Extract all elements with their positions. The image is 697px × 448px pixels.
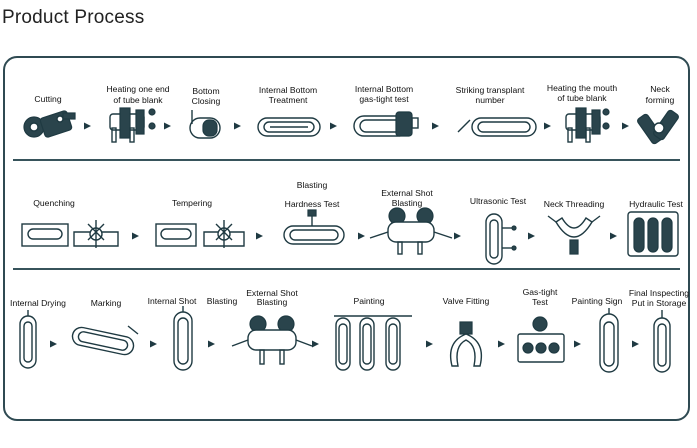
final-inspection-storage-icon <box>653 310 671 373</box>
step-heating-mouth-label-1: Heating the mouth <box>546 83 618 93</box>
step-neck-forming-label-2: forming <box>645 95 675 105</box>
step-internal-drying-label: Internal Drying <box>10 298 66 308</box>
step-bottom-closing-label-2: Closing <box>191 96 221 106</box>
internal-shot-blasting-icon <box>173 306 193 371</box>
striking-number-icon <box>457 117 537 137</box>
gas-tight-test-icon <box>353 111 419 137</box>
step-gas-tight-label-1: Internal Bottom <box>354 84 414 94</box>
step-ext-shot-3-label-2: Blasting <box>256 297 288 307</box>
step-internal-shot-label: Internal Shot <box>147 296 197 306</box>
step-heating-end-label-2: of tube blank <box>113 95 163 105</box>
step-internal-shot-blasting-label: Blasting <box>206 296 238 306</box>
internal-bottom-treatment-icon <box>257 117 321 137</box>
hydraulic-test-icon <box>627 211 679 257</box>
step-ultrasonic-label: Ultrasonic Test <box>469 196 527 206</box>
painting-icon <box>334 315 412 371</box>
gas-tight-test-row3-icon <box>517 316 565 363</box>
step-painting-label: Painting <box>353 296 385 306</box>
step-striking-label-1: Striking transplant <box>455 85 525 95</box>
step-ext-shot-label-2: Blasting <box>391 198 423 208</box>
step-neck-threading-label: Neck Threading <box>543 199 605 209</box>
process-frame <box>3 56 690 421</box>
step-final-label-1: Final Inspecting <box>628 288 690 298</box>
step-gas-tight-label-2: gas-tight test <box>359 94 409 104</box>
step-gas-tight-3-label-2: Test <box>532 297 548 307</box>
step-quenching-label: Quenching <box>33 198 75 208</box>
external-shot-blasting-row3-icon <box>231 315 313 365</box>
step-internal-bottom-label-1: Internal Bottom <box>258 85 318 95</box>
step-tempering-label: Tempering <box>171 198 213 208</box>
step-final-label-2: Put in Storage <box>631 298 687 308</box>
ultrasonic-test-icon <box>485 213 517 265</box>
step-hardness-label: Hardness Test <box>284 199 340 209</box>
cutting-machine-icon <box>23 110 76 138</box>
step-valve-fitting-label: Valve Fitting <box>442 296 490 306</box>
quenching-tank-icon <box>21 220 119 248</box>
hardness-test-icon <box>283 209 345 245</box>
row-divider-2 <box>13 268 680 270</box>
step-ext-shot-3-label-1: External Shot <box>246 288 298 298</box>
step-painting-sign-label: Painting Sign <box>571 296 623 306</box>
step-striking-label-2: number <box>475 95 505 105</box>
marking-icon <box>71 325 139 356</box>
tempering-tank-icon <box>155 220 245 248</box>
heating-mouth-icon <box>565 107 610 143</box>
step-heating-end-label-1: Heating one end <box>106 84 170 94</box>
heating-end-icon <box>109 107 156 143</box>
step-gas-tight-3-label-1: Gas-tight <box>522 287 558 297</box>
internal-drying-icon <box>19 310 37 369</box>
step-heating-mouth-label-2: of tube blank <box>557 93 607 103</box>
step-internal-bottom-label-2: Treatment <box>268 95 308 105</box>
row-divider-1 <box>13 159 680 161</box>
step-marking-label: Marking <box>90 298 122 308</box>
step-ext-shot-label-1: External Shot <box>381 188 433 198</box>
step-bottom-closing-label-1: Bottom <box>192 86 220 96</box>
neck-threading-icon <box>547 215 601 255</box>
valve-fitting-icon <box>449 321 483 367</box>
bottom-closing-icon <box>189 110 221 139</box>
external-shot-blasting-icon <box>369 207 453 255</box>
neck-forming-icon <box>637 109 679 145</box>
page-title: Product Process <box>2 7 145 28</box>
step-blasting-label: Blasting <box>296 180 328 190</box>
step-neck-forming-label-1: Neck <box>650 84 670 94</box>
painting-sign-icon <box>599 308 619 373</box>
step-hydraulic-label: Hydraulic Test <box>629 199 683 209</box>
step-cutting-label: Cutting <box>34 94 62 104</box>
